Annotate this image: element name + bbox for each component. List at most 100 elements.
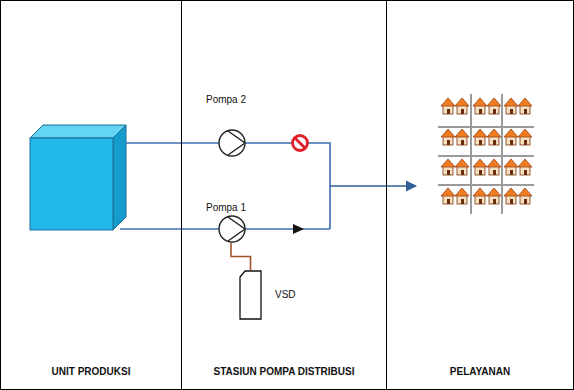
house-roof	[504, 129, 518, 137]
house-icon	[504, 129, 518, 145]
column-heading: PELAYANAN	[387, 366, 573, 378]
house-door	[479, 170, 482, 175]
house-icon	[518, 159, 532, 175]
house-roof	[455, 188, 469, 196]
house-icon	[487, 159, 501, 175]
house-door	[510, 170, 513, 175]
house-roof	[518, 159, 532, 167]
house-door	[479, 140, 482, 145]
house-roof	[487, 159, 501, 167]
house-door	[524, 140, 527, 145]
pipe	[246, 228, 330, 230]
house-roof	[487, 129, 501, 137]
house-roof	[487, 188, 501, 196]
pipe	[246, 143, 330, 229]
house-roof	[441, 129, 455, 137]
house-door	[493, 170, 496, 175]
house-icon	[473, 188, 487, 204]
house-door	[447, 199, 450, 204]
house-icon	[487, 98, 501, 114]
closed-sign-bar	[295, 138, 305, 148]
house-roof	[504, 98, 518, 106]
pump-footprint	[217, 129, 245, 157]
flow-arrow	[293, 224, 304, 234]
house-icon	[504, 159, 518, 175]
house-icon	[518, 98, 532, 114]
house-door	[493, 199, 496, 204]
vsd-node: VSD	[239, 270, 296, 320]
house-door	[461, 109, 464, 114]
pump-symbols	[219, 130, 245, 242]
house-door	[461, 199, 464, 204]
pump-symbol	[228, 217, 245, 241]
house-icon	[441, 159, 455, 175]
house-roof	[473, 98, 487, 106]
house-roof	[518, 98, 532, 106]
house-door	[479, 199, 482, 204]
house-icon	[487, 188, 501, 204]
house-icon	[455, 129, 469, 145]
street-line	[438, 126, 534, 128]
house-roof	[441, 159, 455, 167]
house-icon	[441, 188, 455, 204]
house-door	[447, 140, 450, 145]
pump-symbol	[228, 131, 245, 155]
pump-node: Pompa 2	[206, 94, 246, 157]
pump-label: Pompa 2	[206, 94, 246, 106]
house-door	[461, 170, 464, 175]
house-roof	[473, 159, 487, 167]
house-door	[510, 140, 513, 145]
pump-symbol	[219, 216, 245, 242]
cube-side	[113, 125, 126, 230]
house-door	[447, 109, 450, 114]
outflow-arrow	[330, 185, 416, 187]
house-icon	[518, 188, 532, 204]
house-door	[510, 199, 513, 204]
house-icon	[473, 98, 487, 114]
house-roof	[473, 188, 487, 196]
house-icon	[518, 129, 532, 145]
column-heading: STASIUN POMPA DISTRIBUSI	[182, 366, 386, 378]
pipe	[120, 228, 219, 230]
house-icon	[441, 98, 455, 114]
house-door	[524, 170, 527, 175]
house-icon	[487, 129, 501, 145]
pump-label: Pompa 1	[206, 202, 246, 214]
housing-area	[438, 94, 534, 214]
house-icon	[473, 159, 487, 175]
house-roof	[504, 188, 518, 196]
house-roof	[504, 159, 518, 167]
house-door	[461, 140, 464, 145]
house-roof	[473, 129, 487, 137]
house-roof	[487, 98, 501, 106]
vsd-label: VSD	[275, 289, 296, 301]
house-icon	[455, 188, 469, 204]
pipes	[120, 143, 416, 229]
pump-footprint	[217, 215, 245, 243]
column-heading: UNIT PRODUKSI	[1, 366, 181, 378]
house-roof	[518, 129, 532, 137]
house-roof	[441, 188, 455, 196]
pump-symbol	[219, 130, 245, 156]
street-line	[438, 155, 534, 157]
house-door	[447, 170, 450, 175]
house-door	[479, 109, 482, 114]
column-band: UNIT PRODUKSI	[0, 0, 182, 390]
closed-sign	[293, 136, 308, 151]
vsd-outline	[240, 271, 261, 319]
column-band: STASIUN POMPA DISTRIBUSI Pompa 2 Pompa 1 VS…	[181, 0, 387, 390]
house-door	[510, 109, 513, 114]
pump-node: Pompa 1	[206, 202, 246, 243]
house-roof	[455, 98, 469, 106]
house-roof	[441, 98, 455, 106]
house-roof	[455, 129, 469, 137]
reservoir-cube	[30, 125, 126, 230]
house-roof	[455, 159, 469, 167]
house-door	[524, 199, 527, 204]
house-icon	[455, 98, 469, 114]
house-door	[524, 109, 527, 114]
street-line	[438, 184, 534, 186]
